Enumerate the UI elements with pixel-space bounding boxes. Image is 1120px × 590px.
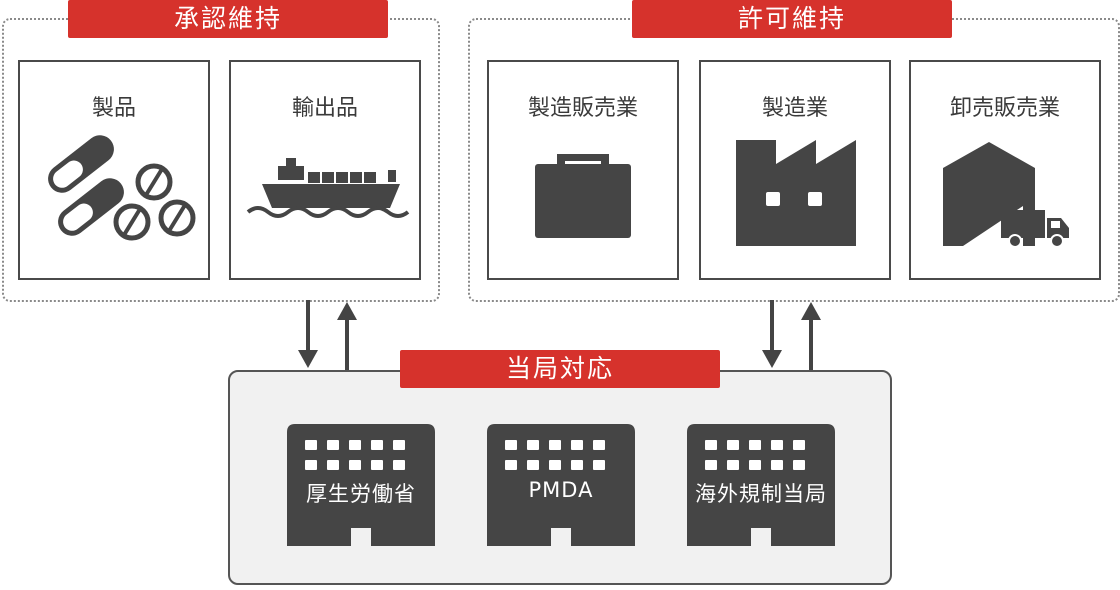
export-product-label: 輸出品 [291,96,358,121]
approval-maintenance-tag: 承認維持 [68,0,388,38]
wholesale-business-card: 卸売販売業 [909,60,1101,280]
agency-mhlw: 厚生労働省 [287,424,435,546]
agency-label-foreign-regulators: 海外規制当局 [695,482,827,506]
government-building-icon [287,424,435,546]
government-building-icon [487,424,635,546]
down-arrow-left [298,300,318,368]
agency-foreign-regulators: 海外規制当局 [687,424,835,546]
license-maintenance-tag: 許可維持 [632,0,952,38]
agency-pmda: PMDA [487,424,635,546]
down-arrow-right [762,300,782,368]
government-building-icon [687,424,835,546]
marketing-business-label: 製造販売業 [527,96,638,121]
agency-label-mhlw: 厚生労働省 [306,482,416,506]
warehouse-truck-icon [911,140,1099,250]
cargo-ship-icon [231,132,419,242]
up-arrow-right [801,302,821,372]
wholesale-business-label: 卸売販売業 [949,96,1060,121]
up-arrow-left [337,302,357,372]
product-label: 製品 [91,96,136,121]
manufacturing-business-label: 製造業 [761,96,828,121]
agency-label-pmda: PMDA [528,478,594,502]
briefcase-icon [489,144,677,244]
product-card: 製品 [18,60,210,280]
authority-response-tag: 当局対応 [400,350,720,388]
export-product-card: 輸出品 [229,60,421,280]
manufacturing-business-card: 製造業 [699,60,891,280]
pills-icon [20,132,208,242]
factory-icon [701,138,889,248]
marketing-business-card: 製造販売業 [487,60,679,280]
